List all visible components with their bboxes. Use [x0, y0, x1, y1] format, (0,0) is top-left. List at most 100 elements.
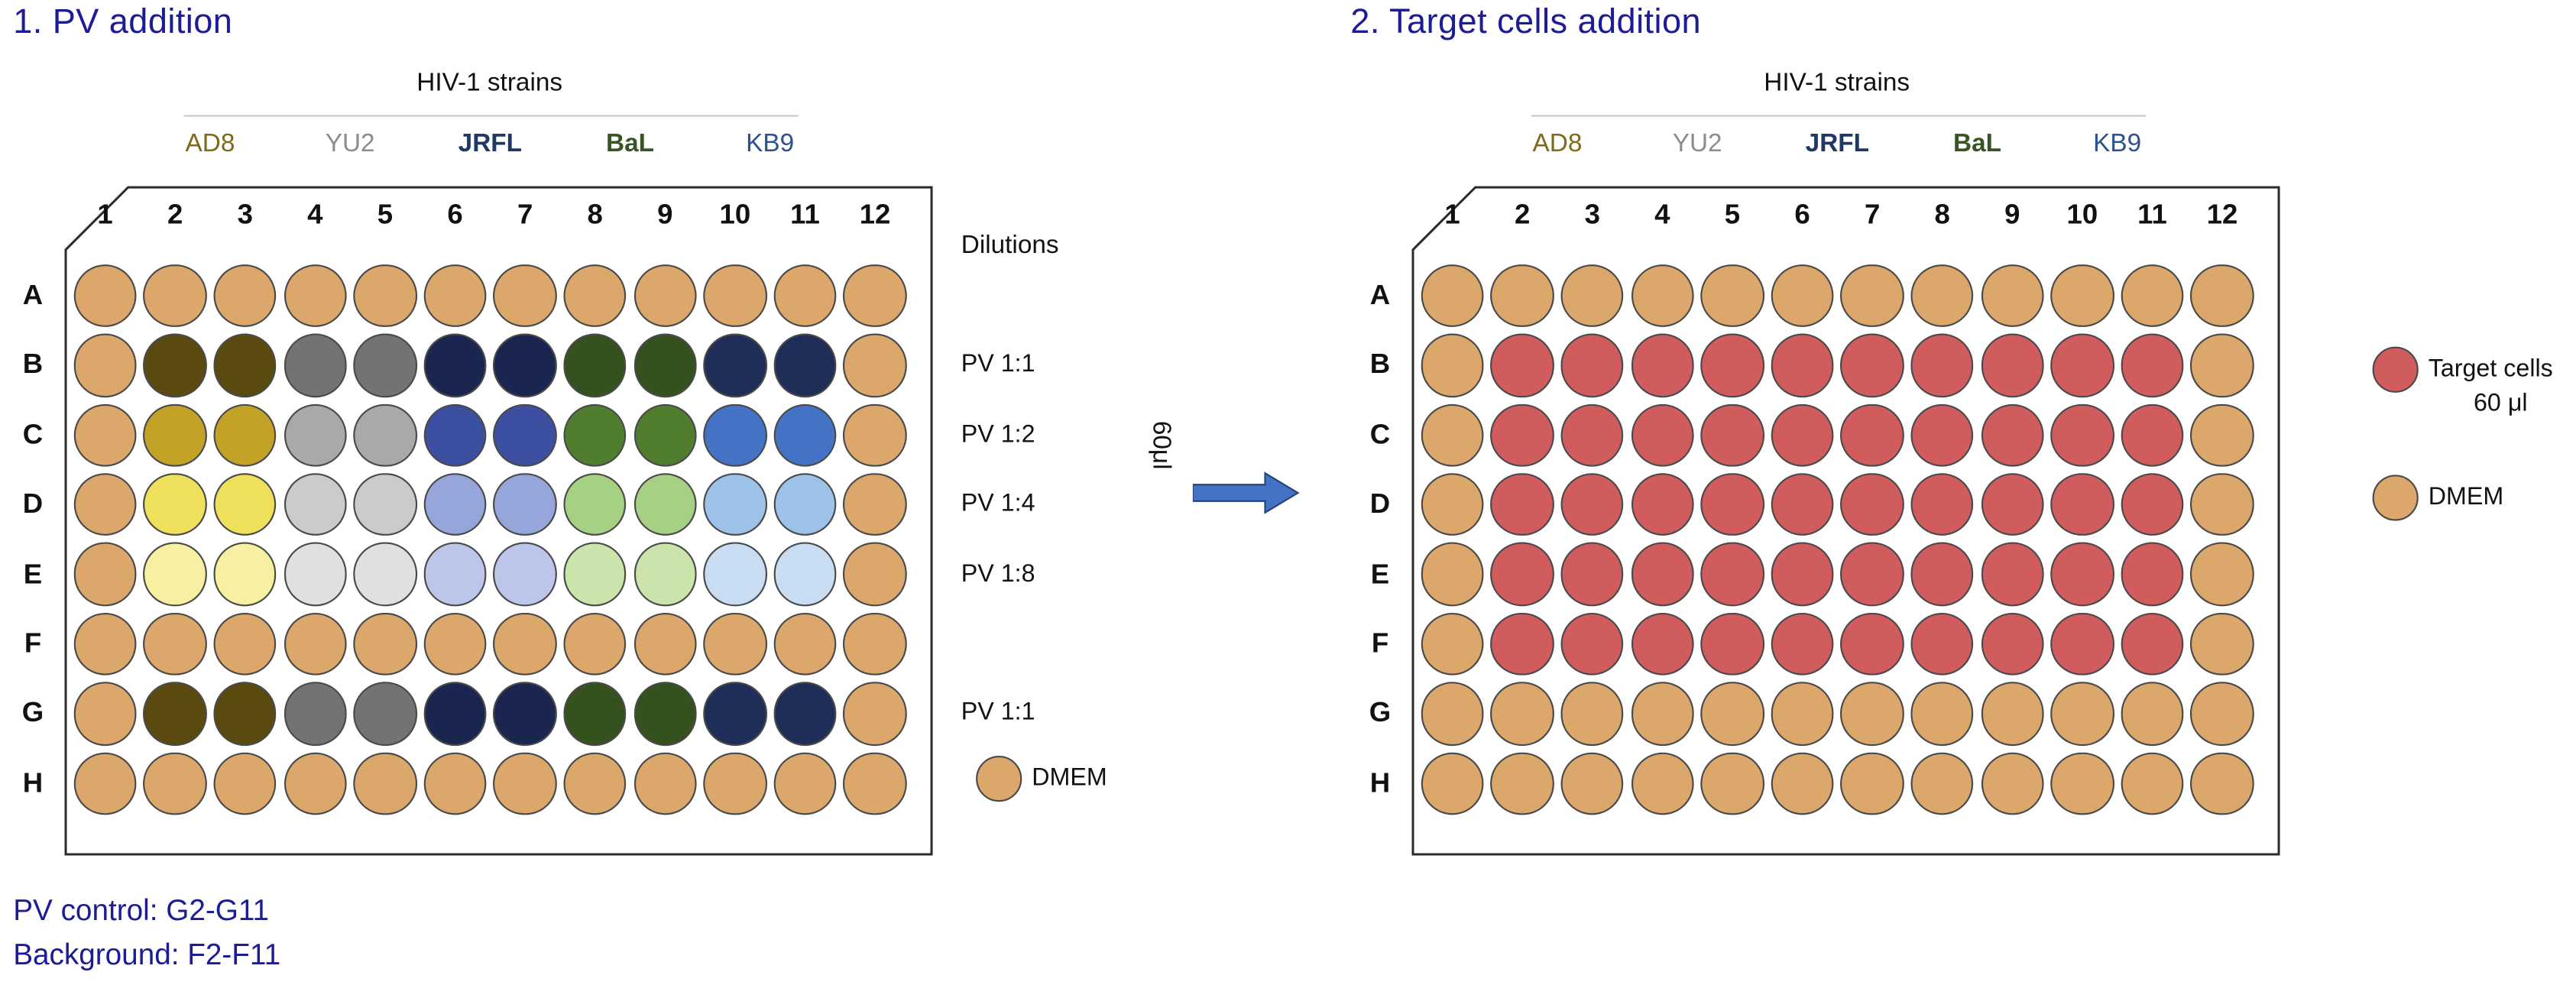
panel1-well-E7	[493, 543, 557, 607]
panel1-well-D8	[563, 472, 627, 536]
panel1-well-B2	[143, 333, 207, 397]
transfer-volume-label: 60μl	[1146, 420, 1175, 470]
panel2-legend-label-dmem: DMEM	[2428, 483, 2504, 511]
panel1-well-G6	[423, 682, 488, 746]
panel1-well-A9	[633, 264, 697, 328]
panel1-well-F1	[73, 612, 138, 676]
panel1-well-C7	[493, 403, 557, 467]
panel2-well-C10	[2050, 403, 2114, 467]
panel1-column-label-1: 1	[97, 199, 113, 230]
panel2-well-C12	[2190, 403, 2254, 467]
panel2-legend-swatch-dmem	[2372, 475, 2419, 521]
panel1-well-B1	[73, 333, 138, 397]
panel2-well-E1	[1421, 543, 1485, 607]
panel2-column-label-11: 11	[2137, 199, 2167, 230]
panel1-well-B12	[843, 333, 907, 397]
panel2-well-D3	[1560, 472, 1625, 536]
panel2-well-C6	[1771, 403, 1835, 467]
panel2-column-label-7: 7	[1864, 199, 1881, 230]
panel2-well-H1	[1421, 751, 1485, 815]
panel2-well-A3	[1560, 264, 1625, 328]
panel1-well-A6	[423, 264, 488, 328]
panel2-well-D10	[2050, 472, 2114, 536]
panel1-well-H5	[353, 751, 417, 815]
panel1-well-F11	[773, 612, 837, 676]
panel1-row-label-D: D	[22, 488, 44, 520]
panel2-strains-header: HIV-1 strains	[1764, 69, 1910, 97]
panel1-row-label-H: H	[22, 766, 44, 799]
panel1-well-E8	[563, 543, 627, 607]
panel1-well-H12	[843, 751, 907, 815]
panel2-well-B11	[2120, 333, 2184, 397]
panel1-well-C3	[213, 403, 277, 467]
panel2-well-F8	[1910, 612, 1975, 676]
panel2-well-A9	[1980, 264, 2044, 328]
panel2-well-F6	[1771, 612, 1835, 676]
panel1-well-A12	[843, 264, 907, 328]
panel1-well-F9	[633, 612, 697, 676]
transfer-arrow-icon	[1192, 471, 1300, 514]
panel1-well-F12	[843, 612, 907, 676]
panel2-well-E10	[2050, 543, 2114, 607]
panel2-column-label-3: 3	[1584, 199, 1600, 230]
panel2-well-A10	[2050, 264, 2114, 328]
panel1-well-B5	[353, 333, 417, 397]
panel1-well-B9	[633, 333, 697, 397]
panel2-well-H6	[1771, 751, 1835, 815]
panel2-well-C9	[1980, 403, 2044, 467]
panel1-column-label-4: 4	[307, 199, 323, 230]
panel1-well-H1	[73, 751, 138, 815]
panel2-well-A1	[1421, 264, 1485, 328]
panel2-well-B10	[2050, 333, 2114, 397]
panel2-row-label-B: B	[1369, 348, 1391, 381]
panel1-column-label-10: 10	[719, 199, 751, 230]
panel2-strain-label-jrfl: JRFL	[1805, 129, 1869, 158]
panel1-well-C12	[843, 403, 907, 467]
panel1-well-C10	[703, 403, 767, 467]
panel2-well-E9	[1980, 543, 2044, 607]
panel2-well-A6	[1771, 264, 1835, 328]
panel2-well-C8	[1910, 403, 1975, 467]
panel1-well-G10	[703, 682, 767, 746]
panel2-well-E12	[2190, 543, 2254, 607]
panel2-strain-label-bal: BaL	[1953, 129, 2002, 158]
dilution-annotation-C: PV 1:2	[961, 420, 1035, 449]
panel2-well-A11	[2120, 264, 2184, 328]
panel1-well-B11	[773, 333, 837, 397]
panel2-well-G11	[2120, 682, 2184, 746]
panel2-well-G1	[1421, 682, 1485, 746]
panel2-well-F1	[1421, 612, 1485, 676]
panel2-well-B9	[1980, 333, 2044, 397]
panel1-well-A2	[143, 264, 207, 328]
panel2-strain-label-kb9: KB9	[2093, 129, 2142, 158]
panel1-well-G9	[633, 682, 697, 746]
panel1-well-C9	[633, 403, 697, 467]
panel1-well-A8	[563, 264, 627, 328]
dilution-annotation-D: PV 1:4	[961, 490, 1035, 518]
panel2-well-C3	[1560, 403, 1625, 467]
panel1-column-label-6: 6	[447, 199, 463, 230]
panel1-well-E9	[633, 543, 697, 607]
panel2-well-H4	[1630, 751, 1694, 815]
panel1-well-A4	[283, 264, 347, 328]
panel2-well-D11	[2120, 472, 2184, 536]
panel1-well-B7	[493, 333, 557, 397]
panel1-well-C5	[353, 403, 417, 467]
dilution-annotation-G: PV 1:1	[961, 698, 1035, 727]
panel2-well-A5	[1700, 264, 1764, 328]
panel1-column-label-12: 12	[859, 199, 891, 230]
panel2-column-label-2: 2	[1514, 199, 1531, 230]
panel1-well-G7	[493, 682, 557, 746]
panel2-row-label-D: D	[1369, 488, 1391, 520]
panel2-legend-label-target-cells: Target cells	[2428, 355, 2553, 383]
panel2-column-label-6: 6	[1794, 199, 1810, 230]
panel1-row-label-B: B	[22, 348, 44, 381]
panel1-well-E10	[703, 543, 767, 607]
panel2-well-F11	[2120, 612, 2184, 676]
panel2-column-label-5: 5	[1724, 199, 1741, 230]
panel2-well-C4	[1630, 403, 1694, 467]
panel2-well-F2	[1490, 612, 1554, 676]
panel2-well-C7	[1840, 403, 1904, 467]
panel1-well-A7	[493, 264, 557, 328]
panel1-legend-label-dmem: DMEM	[1032, 763, 1107, 792]
